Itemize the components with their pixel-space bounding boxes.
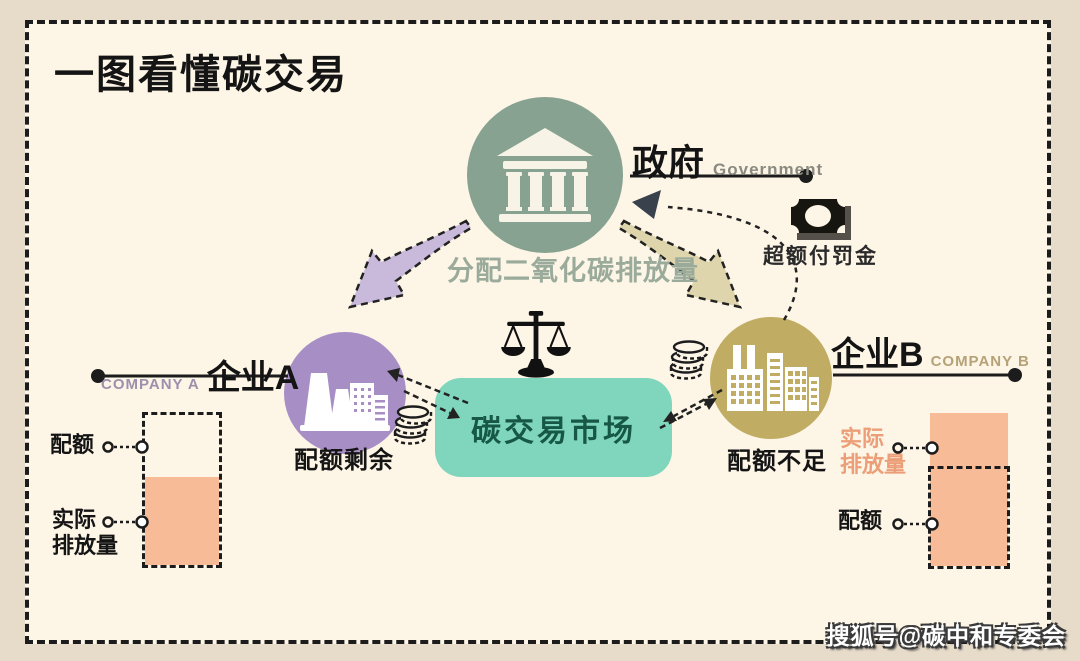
government-line xyxy=(630,169,813,183)
page-title: 一图看懂碳交易 xyxy=(54,53,348,97)
company-b-quota-connector xyxy=(892,517,939,531)
allocation-arrow-right xyxy=(617,219,743,309)
watermark: 搜狐号@碳中和专委会 xyxy=(826,623,1066,649)
government-name-en: Government xyxy=(713,160,824,179)
banknote-icon xyxy=(791,199,851,240)
company-a-actual-connector xyxy=(102,515,149,529)
company-a-actual-label: 实际 排放量 xyxy=(52,507,119,558)
company-b-label: 企业B COMPANY B xyxy=(831,327,1030,376)
company-b-name-en: COMPANY B xyxy=(930,353,1030,370)
company-a-node xyxy=(284,332,406,454)
government-name-zh: 政府 xyxy=(632,142,705,183)
company-a-name-zh: 企业A xyxy=(206,359,300,397)
company-b-line xyxy=(833,368,1022,382)
carbon-market-label: 碳交易市场 xyxy=(471,414,636,448)
penalty-caption: 超额付罚金 xyxy=(763,245,878,268)
company-a-name-en: COMPANY A xyxy=(101,376,200,393)
coin-stack-icon-right xyxy=(669,340,709,380)
allocation-arrow-left xyxy=(347,219,473,309)
factory-cooling-towers-icon xyxy=(300,373,390,431)
company-a-quota-label: 配额 xyxy=(50,432,95,457)
company-a-quota-box xyxy=(142,412,222,568)
company-b-quota-label: 配额 xyxy=(838,508,883,533)
company-b-name-zh: 企业B xyxy=(831,336,924,374)
company-a-status: 配额剩余 xyxy=(294,447,394,474)
penalty-arrow xyxy=(632,190,799,321)
bank-building-icon xyxy=(497,128,593,222)
company-a-label: COMPANY A 企业A xyxy=(101,350,299,399)
government-label: 政府 Government xyxy=(632,134,823,186)
trade-arrows-company-a xyxy=(387,368,469,419)
company-a-actual-emissions-bar xyxy=(145,477,219,565)
company-b-actual-emissions-bar xyxy=(930,413,1008,566)
carbon-market-box: 碳交易市场 xyxy=(435,378,672,477)
company-b-actual-connector xyxy=(892,441,939,455)
government-node xyxy=(467,97,623,253)
company-a-line xyxy=(91,369,288,383)
factory-buildings-icon xyxy=(727,345,819,411)
company-b-quota-box xyxy=(928,466,1010,569)
company-b-actual-label: 实际 排放量 xyxy=(840,426,907,477)
company-a-quota-connector xyxy=(102,440,149,454)
balance-scale-icon xyxy=(501,311,571,378)
allocation-caption: 分配二氧化碳排放量 xyxy=(447,256,699,286)
coin-stack-icon-left xyxy=(393,405,433,445)
company-b-status: 配额不足 xyxy=(727,448,827,475)
company-b-node xyxy=(710,317,832,439)
trade-arrows-company-b xyxy=(659,388,723,430)
